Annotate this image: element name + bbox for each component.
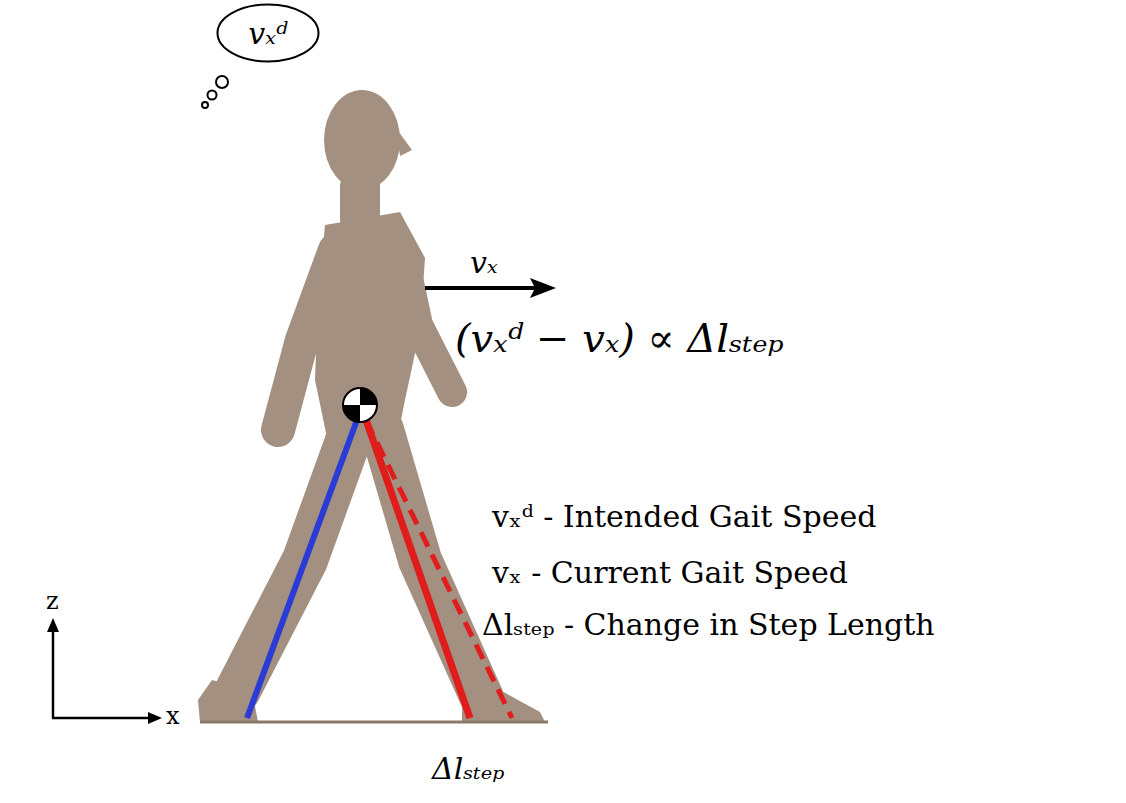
- thought-dot: [208, 91, 217, 100]
- thought-dot: [216, 76, 228, 88]
- adjusted-leg-line: [366, 420, 512, 718]
- stance-leg-line: [247, 420, 357, 718]
- x-axis-head: [148, 712, 162, 724]
- definition-line: vₓ - Current Gait Speed: [492, 556, 848, 589]
- intended-speed-symbol: vₓᵈ: [248, 17, 288, 50]
- center-of-mass-symbol: [343, 388, 377, 422]
- ground-line: [200, 721, 548, 724]
- thought-bubble-inner: vₓᵈ: [248, 17, 288, 50]
- velocity-arrow: [425, 286, 535, 290]
- thought-dot: [202, 102, 208, 108]
- swing-leg-line: [366, 420, 470, 718]
- step-change-label: Δlₛₜₑₚ: [432, 752, 504, 785]
- axis-label: z: [46, 588, 59, 614]
- axis-label: x: [166, 703, 180, 729]
- definition-line: vₓᵈ - Intended Gait Speed: [492, 500, 876, 533]
- z-axis: [52, 628, 55, 718]
- velocity-arrowhead: [530, 278, 556, 298]
- silhouette-limbs: [238, 250, 482, 698]
- definition-line: Δlₛₜₑₚ - Change in Step Length: [482, 608, 935, 641]
- thought-bubble: vₓᵈ: [216, 3, 320, 63]
- z-axis-head: [47, 618, 59, 632]
- proportionality-equation: (vₓᵈ − vₓ) ∝ Δlₛₜₑₚ: [455, 316, 784, 360]
- velocity-label: vₓ: [470, 246, 498, 279]
- x-axis: [52, 717, 150, 720]
